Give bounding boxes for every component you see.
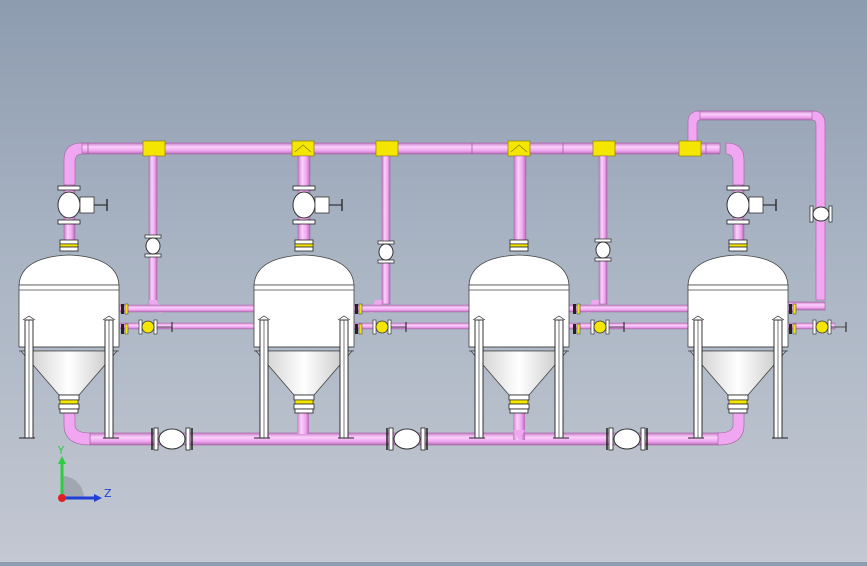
nozzle-flange[interactable] xyxy=(355,303,363,335)
vessel-1[interactable] xyxy=(18,239,120,439)
gate-valve-icon xyxy=(292,185,343,225)
top-header-pipe[interactable] xyxy=(63,142,745,186)
tee-fitting-icon xyxy=(507,140,531,157)
ball-valve-icon xyxy=(594,238,612,262)
bottom-valves[interactable] xyxy=(151,427,648,451)
ball-valve-icon[interactable] xyxy=(590,319,625,335)
x-axis-dot xyxy=(58,494,66,502)
triad-icon: Y Z xyxy=(57,444,112,502)
inlet-gate-valves[interactable] xyxy=(57,185,777,225)
ball-valve-icon[interactable] xyxy=(138,319,173,335)
bypass-loop-pipe[interactable] xyxy=(687,110,826,311)
ball-valve-icon xyxy=(809,205,833,223)
ball-valve-icon[interactable] xyxy=(372,319,407,335)
y-axis-label: Y xyxy=(57,444,65,457)
z-axis-label: Z xyxy=(104,487,112,500)
branch-valves[interactable] xyxy=(144,205,833,264)
ball-valve-icon xyxy=(386,427,428,451)
tee-fitting-icon xyxy=(678,140,702,157)
gate-valve-icon xyxy=(726,185,777,225)
nozzle-flange[interactable] xyxy=(573,303,581,335)
nozzle-valves[interactable] xyxy=(121,303,847,335)
ball-valve-icon xyxy=(606,427,648,451)
nozzle-flange[interactable] xyxy=(121,303,129,335)
nozzle-flange[interactable] xyxy=(789,303,797,335)
tee-fitting-icon xyxy=(291,140,315,157)
tee-fitting-icon xyxy=(592,140,616,157)
ball-valve-icon xyxy=(151,427,193,451)
ball-valve-icon[interactable] xyxy=(812,319,847,335)
vessel-3[interactable] xyxy=(468,239,570,439)
vessel-4[interactable] xyxy=(687,239,789,439)
gate-valve-icon xyxy=(57,185,108,225)
vessels xyxy=(18,239,789,439)
tee-fitting-icon xyxy=(375,140,399,157)
vessel-2[interactable] xyxy=(253,239,355,439)
ball-valve-icon xyxy=(377,240,395,264)
ball-valve-icon xyxy=(144,234,162,258)
tee-fitting-icon xyxy=(142,140,166,157)
branch-pipes[interactable] xyxy=(63,155,745,313)
